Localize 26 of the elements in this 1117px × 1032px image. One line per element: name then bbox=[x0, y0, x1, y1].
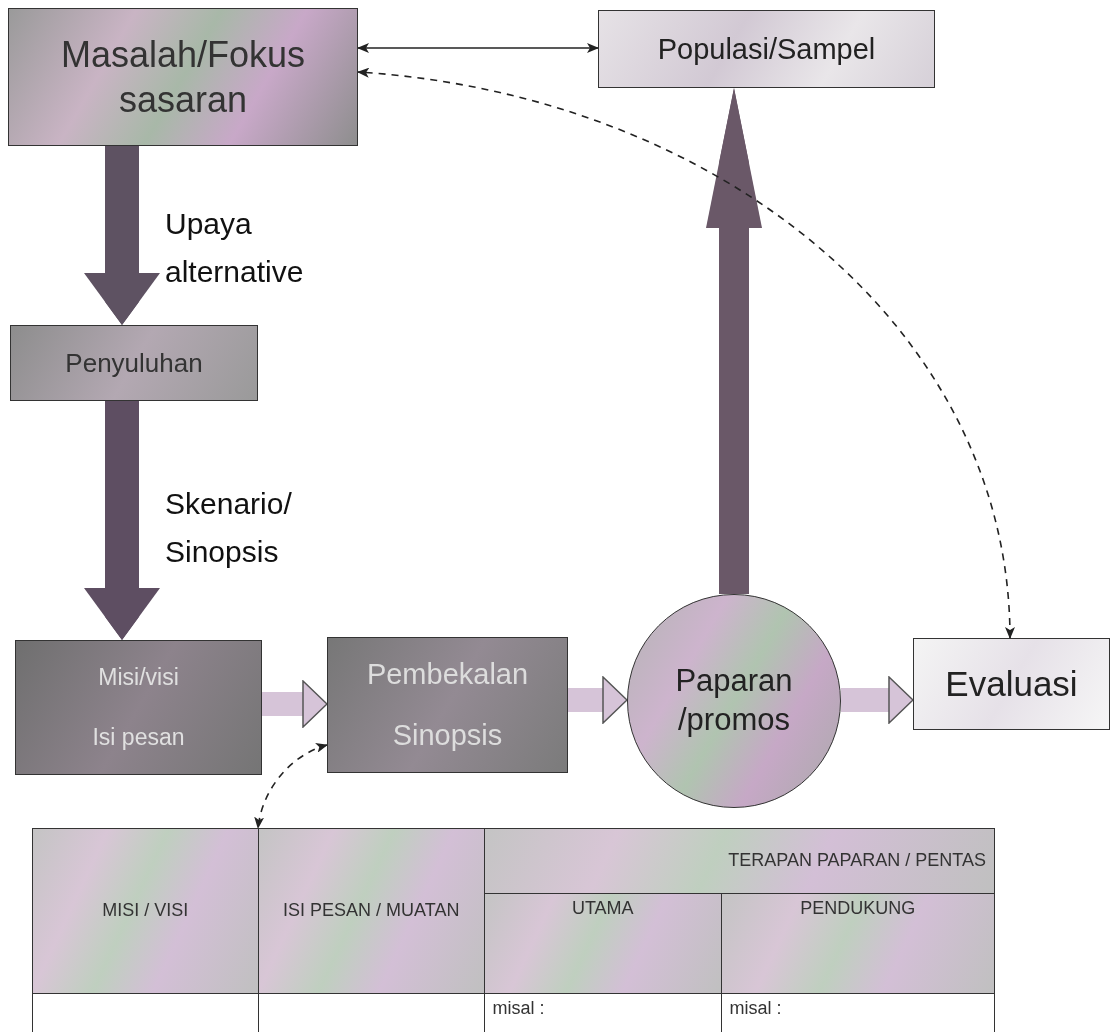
process-box bbox=[15, 640, 262, 775]
table-cell: PENDUKUNG bbox=[720, 892, 995, 994]
arrow bbox=[254, 743, 328, 829]
table-cell: ISI PESAN / MUATAN bbox=[257, 827, 485, 994]
node-text: Paparan /promos bbox=[674, 662, 794, 739]
node-text: Masalah/Fokus sasaran bbox=[59, 33, 307, 122]
node-text: Isi pesan bbox=[92, 723, 185, 753]
node-text: Sinopsis bbox=[392, 718, 503, 754]
edge-label: Upaya alternative bbox=[165, 206, 305, 290]
process-box bbox=[913, 638, 1110, 730]
node-text: Penyuluhan bbox=[65, 346, 203, 380]
table-cell: MISI / VISI bbox=[31, 827, 259, 994]
table bbox=[32, 828, 994, 1032]
node-text: Misi/visi bbox=[98, 662, 179, 692]
process-box bbox=[598, 10, 935, 88]
table-cell: UTAMA bbox=[483, 892, 722, 994]
arrow bbox=[357, 68, 1015, 639]
process-box bbox=[10, 325, 258, 401]
node-text: Populasi/Sampel bbox=[657, 31, 876, 67]
table-cell: TERAPAN PAPARAN / PENTAS bbox=[483, 827, 995, 894]
edge-label: Skenario/ Sinopsis bbox=[165, 486, 293, 570]
node-text: Pembekalan bbox=[366, 657, 529, 693]
process-box bbox=[8, 8, 358, 146]
node-text: Evaluasi bbox=[945, 663, 1078, 706]
process-box bbox=[327, 637, 568, 773]
arrow bbox=[357, 43, 599, 53]
